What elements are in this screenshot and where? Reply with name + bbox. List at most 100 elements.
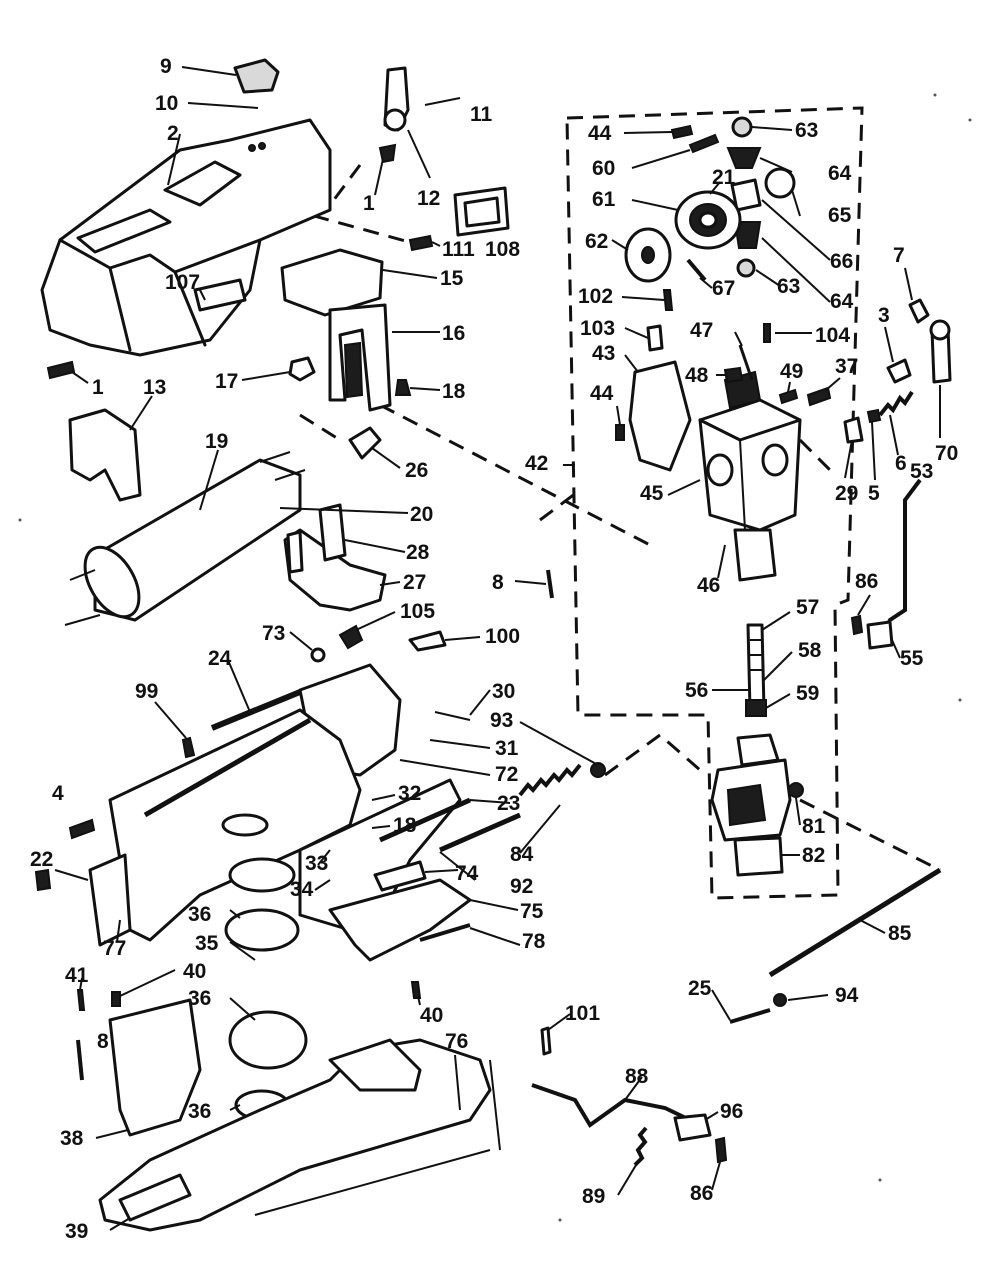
callout-63: 63 [795,119,818,142]
callout-27: 27 [403,571,426,594]
callout-61: 61 [592,188,616,211]
callout-96: 96 [720,1100,743,1123]
callout-36: 36 [188,987,211,1010]
callout-60: 60 [592,157,615,180]
part-12-lever [374,66,410,196]
callout-99: 99 [135,680,158,703]
callout-17: 17 [215,370,238,393]
subassembly-outline-42 [565,106,864,900]
part-7-clip [908,298,930,324]
part-81-washer [788,782,804,798]
part-103-clip [646,324,664,352]
callout-74: 74 [455,862,479,885]
part-40-screw [410,981,422,999]
part-84-spring [518,763,582,797]
callout-88: 88 [625,1065,649,1088]
callout-84: 84 [510,843,534,866]
callout-64: 64 [828,162,852,185]
part-48-nut [723,366,744,384]
callout-85: 85 [888,922,912,945]
callout-86: 86 [855,570,878,593]
callout-25: 25 [688,977,712,1000]
part-8-pin [546,569,554,599]
part-27-bracket [283,503,387,612]
callout-22: 22 [30,848,53,871]
callout-58: 58 [798,639,822,662]
callout-59: 59 [796,682,819,705]
callout-82: 82 [802,844,825,867]
part-36-washer [224,908,300,952]
callout-29: 29 [835,482,858,505]
callout-38: 38 [60,1127,84,1150]
leader-lines [54,66,941,1231]
callout-39: 39 [65,1220,88,1243]
callout-34: 34 [290,878,314,901]
callout-94: 94 [835,984,859,1007]
callout-89: 89 [582,1185,605,1208]
part-4-screw [68,818,96,840]
part-19-roller [64,451,306,626]
callout-75: 75 [520,900,544,923]
callout-78: 78 [522,930,546,953]
part-93-washer [590,762,606,778]
callout-72: 72 [495,763,518,786]
part-15-block [280,248,384,317]
part-100-clip [408,630,447,652]
part-101-clip [540,1026,552,1056]
callout-93: 93 [490,709,513,732]
callout-48: 48 [685,364,709,387]
part-64-cone [733,221,762,249]
callout-49: 49 [780,360,803,383]
callout-44: 44 [590,382,614,405]
callout-12: 12 [417,187,440,210]
callout-2: 2 [167,122,179,145]
scan-specks [18,93,972,1222]
callout-36: 36 [188,1100,211,1123]
callout-1: 1 [363,192,375,215]
callout-104: 104 [815,324,850,347]
part-86-screw [850,614,864,636]
part-18-screw [394,379,412,396]
part-37-screw [806,386,832,407]
callout-35: 35 [195,932,219,955]
top-cover-housing [40,118,332,357]
part-39-base-plate [98,1038,501,1232]
part-5-washer [866,408,882,424]
callout-labels: 9 10 2 11 12 1 111 108 15 107 16 17 18 1… [30,55,958,1243]
callout-15: 15 [440,267,464,290]
part-13-bracket [68,408,142,502]
part-43-gasket [628,360,692,472]
callout-103: 103 [580,317,615,340]
callout-18: 18 [393,814,417,837]
part-82-pump [710,733,792,877]
part-64-cone [726,147,762,169]
callout-24: 24 [208,647,232,670]
callout-8: 8 [97,1030,109,1053]
part-63-nut [736,258,756,278]
callout-107: 107 [165,271,200,294]
callout-66: 66 [830,250,853,273]
callout-46: 46 [697,574,720,597]
part-74-link [373,860,427,892]
callout-41: 41 [65,964,89,987]
callout-40: 40 [183,960,206,983]
callout-53: 53 [910,460,933,483]
part-85-rod [768,867,942,978]
callout-18: 18 [442,380,466,403]
callout-28: 28 [406,541,430,564]
part-62-disc [624,227,672,283]
callout-20: 20 [410,503,433,526]
callout-26: 26 [405,459,428,482]
callout-7: 7 [893,244,905,267]
callout-11: 11 [470,103,493,126]
part-88-rod [531,1083,691,1128]
callout-64: 64 [830,290,854,313]
callout-63: 63 [777,275,800,298]
part-94-washer [773,993,787,1007]
callout-108: 108 [485,238,520,261]
part-26-bushing [348,426,382,460]
callout-23: 23 [497,792,520,815]
part-25-rod [729,1008,771,1024]
part-40-screw [111,991,121,1007]
